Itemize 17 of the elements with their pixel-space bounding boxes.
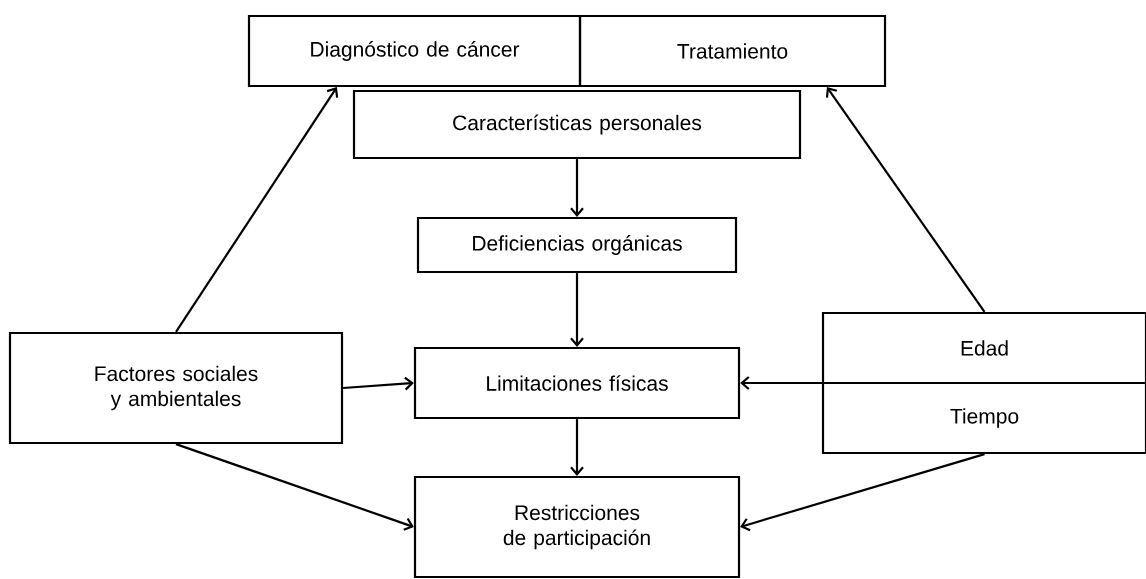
arrow: [740, 453, 985, 532]
arrow: [175, 87, 339, 333]
process-box: Factores sociales y ambientales: [8, 331, 344, 445]
arrow: [740, 376, 1146, 390]
arrow: [175, 443, 414, 531]
process-box: Edad Tiempo: [821, 311, 1146, 455]
arrow: [570, 159, 584, 217]
process-box: Restricciones de participación: [413, 475, 741, 579]
process-box: Deficiencias orgánicas: [416, 216, 738, 274]
arrow: [343, 376, 414, 391]
arrow: [825, 87, 986, 313]
process-box: Características personales: [352, 89, 802, 160]
process-box: Diagnóstico de cáncer: [247, 14, 582, 88]
process-box: Tratamiento: [578, 14, 887, 88]
process-box: Limitaciones físicas: [413, 346, 741, 420]
arrow: [570, 419, 584, 476]
arrow: [570, 273, 584, 347]
